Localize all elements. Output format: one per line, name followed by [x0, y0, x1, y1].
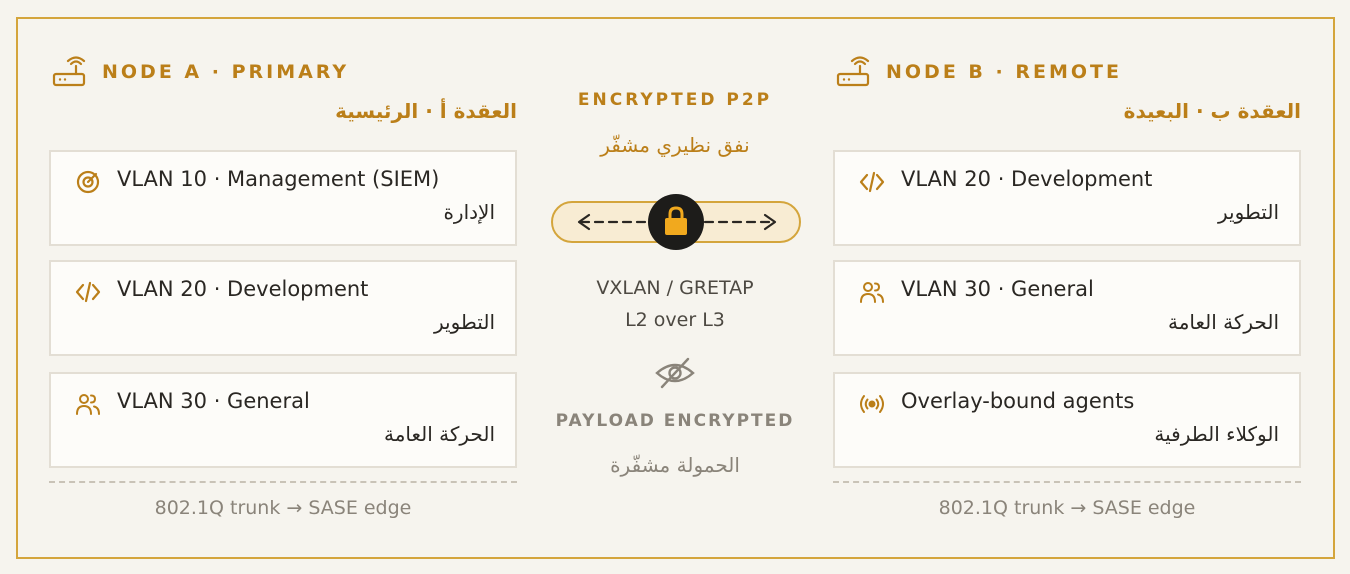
node-b-footer: 802.1Q trunk → SASE edge: [938, 497, 1196, 519]
vlan-card: Overlay-bound agents الوكلاء الطرفية: [833, 372, 1301, 468]
tunnel-protocol-detail: L2 over L3: [625, 309, 725, 331]
node-a-title: NODE A · PRIMARY: [102, 61, 350, 83]
vlan-card: VLAN 20 · Development التطوير: [833, 150, 1301, 246]
node-b-title-arabic: العقدة ب · البعيدة: [1123, 99, 1301, 123]
tunnel-protocol: VXLAN / GRETAP: [596, 277, 754, 299]
node-b-title: NODE B · REMOTE: [886, 61, 1122, 83]
payload-status: PAYLOAD ENCRYPTED: [555, 411, 795, 431]
broadcast-icon: [860, 395, 884, 413]
vlan-title: Overlay-bound agents: [901, 389, 1135, 413]
vlan-label-arabic: التطوير: [1217, 200, 1279, 224]
diagram-frame: [16, 17, 1335, 559]
vlan-card: VLAN 10 · Management (SIEM) الإدارة: [49, 150, 517, 246]
vlan-label-arabic: الحركة العامة: [383, 422, 495, 446]
vlan-label-arabic: التطوير: [433, 310, 495, 334]
divider: [833, 481, 1301, 483]
router-icon: [836, 56, 870, 87]
vlan-label-arabic: الوكلاء الطرفية: [1154, 422, 1279, 446]
node-b-header: NODE B · REMOTE: [836, 56, 1122, 88]
vlan-title: VLAN 10 · Management (SIEM): [117, 167, 440, 191]
eye-off-icon: [655, 357, 695, 389]
vlan-card: VLAN 30 · General الحركة العامة: [833, 260, 1301, 356]
code-icon: [75, 281, 101, 303]
lock-badge: [648, 194, 704, 250]
vlan-title: VLAN 30 · General: [901, 277, 1094, 301]
payload-status-arabic: الحمولة مشفّرة: [610, 453, 740, 477]
tunnel-title-arabic: نفق نظيري مشفّر: [600, 133, 750, 157]
code-icon: [859, 171, 885, 193]
vlan-title: VLAN 20 · Development: [117, 277, 369, 301]
users-icon: [76, 394, 100, 415]
bidirectional-arrow-icon: [577, 213, 777, 231]
tunnel-title: ENCRYPTED P2P: [577, 90, 773, 110]
node-a-title-arabic: العقدة أ · الرئيسية: [335, 99, 517, 123]
vlan-card: VLAN 30 · General الحركة العامة: [49, 372, 517, 468]
vlan-title: VLAN 30 · General: [117, 389, 310, 413]
vlan-label-arabic: الحركة العامة: [1167, 310, 1279, 334]
lock-icon: [665, 206, 687, 235]
node-a-header: NODE A · PRIMARY: [52, 56, 349, 88]
target-icon: [76, 170, 100, 194]
vlan-title: VLAN 20 · Development: [901, 167, 1153, 191]
divider: [49, 481, 517, 483]
users-icon: [860, 282, 884, 303]
vlan-label-arabic: الإدارة: [443, 200, 495, 224]
vlan-card: VLAN 20 · Development التطوير: [49, 260, 517, 356]
router-icon: [52, 56, 86, 87]
node-a-footer: 802.1Q trunk → SASE edge: [154, 497, 412, 519]
